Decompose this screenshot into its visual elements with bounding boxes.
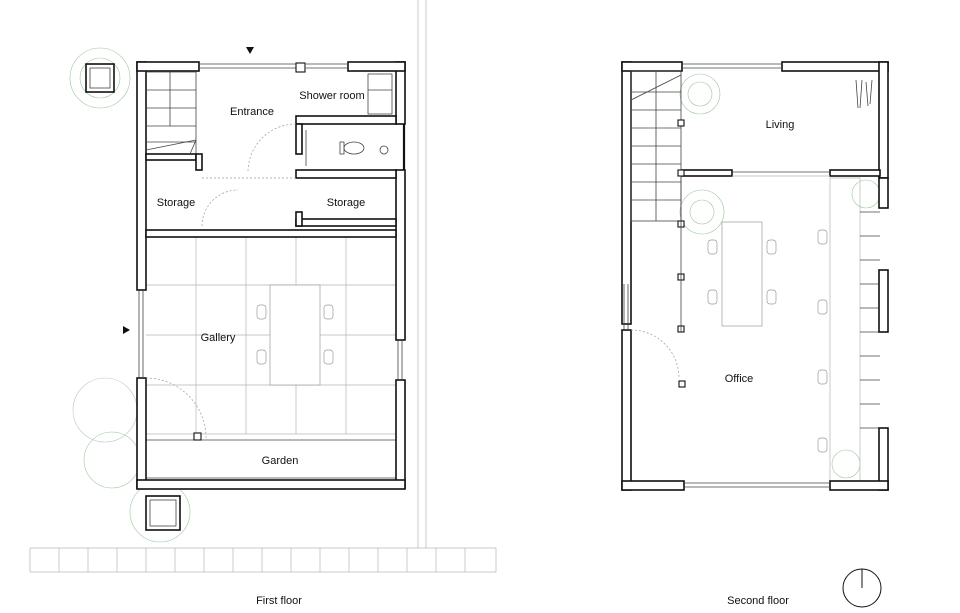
- office-counter: [829, 177, 880, 485]
- first-floor-walls: [136, 61, 406, 490]
- room-label-garden: Garden: [262, 455, 299, 467]
- room-label-shower-room: Shower room: [299, 90, 364, 102]
- shower-room-fixtures: [305, 73, 393, 166]
- first-floor-staircase: [145, 71, 197, 155]
- first-floor-plan: Entrance Shower room Storage Storage Gal…: [69, 47, 406, 607]
- second-floor-plan: Living Office Second floor: [621, 61, 889, 608]
- structural-posts: [677, 119, 686, 388]
- office-table: [721, 221, 763, 327]
- living-partition: [681, 169, 881, 177]
- second-floor-staircase: [630, 70, 682, 222]
- office-chairs: [707, 229, 828, 453]
- second-floor-caption: Second floor: [727, 595, 789, 607]
- room-label-gallery: Gallery: [201, 332, 236, 344]
- room-label-living: Living: [766, 119, 795, 131]
- first-floor-door-swings: [145, 123, 297, 439]
- entry-marker-left: [123, 326, 130, 334]
- first-floor-inner-walls: [145, 115, 397, 441]
- living-plants: [855, 79, 873, 109]
- site-lines: [29, 0, 497, 573]
- gallery-table: [269, 284, 321, 386]
- second-floor-door-swing: [630, 329, 680, 379]
- entry-marker-top: [246, 47, 254, 54]
- second-floor-planting: [679, 73, 881, 479]
- north-arrow-icon: [842, 568, 882, 608]
- gallery-chairs: [256, 304, 334, 365]
- first-floor-caption: First floor: [256, 595, 302, 607]
- planter-bottom: [145, 495, 181, 531]
- second-floor-walls: [621, 61, 889, 491]
- room-label-office: Office: [725, 373, 754, 385]
- room-label-entrance: Entrance: [230, 106, 274, 118]
- planter-top-left: [69, 47, 131, 109]
- room-label-storage-right: Storage: [327, 197, 366, 209]
- room-label-storage-left: Storage: [157, 197, 196, 209]
